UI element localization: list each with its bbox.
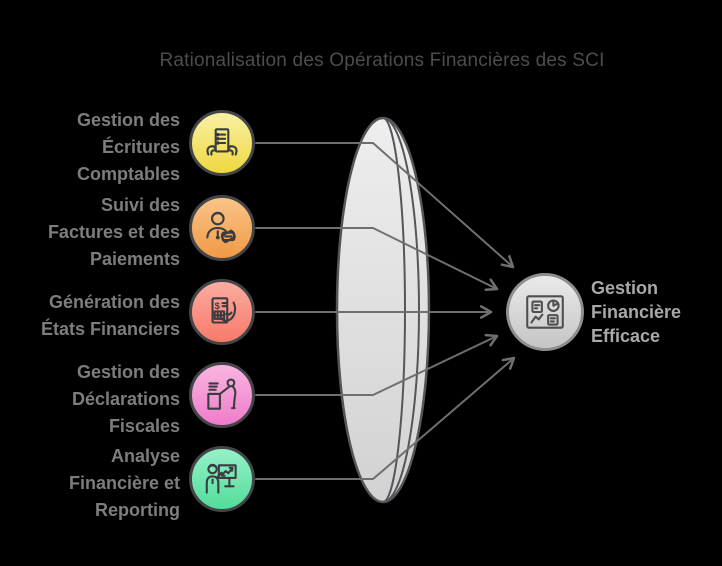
label-line: Reporting (95, 500, 180, 520)
label-line: Déclarations (71, 389, 180, 409)
label-line: Gestion des (76, 110, 180, 130)
input-label-ecritures-comptables: Gestion des Écritures Comptables (30, 107, 180, 188)
label-line: Fiscales (108, 416, 180, 436)
label-line: Factures et des (47, 222, 180, 242)
connector-arrow-5 (255, 356, 516, 480)
lens-shape (335, 116, 431, 504)
label-line: Financière et (68, 473, 180, 493)
input-label-declarations-fiscales: Gestion des Déclarations Fiscales (30, 359, 180, 440)
label-line: Paiements (89, 249, 180, 269)
output-node (506, 273, 584, 351)
input-label-analyse-reporting: Analyse Financière et Reporting (30, 443, 180, 524)
input-node-ecritures-comptables (189, 110, 255, 176)
label-line: Gestion (591, 278, 659, 298)
label-line: Comptables (76, 164, 180, 184)
input-node-etats-financiers: $ (189, 279, 255, 345)
output-label: Gestion Financière Efficace (591, 276, 721, 348)
analysis-reporting-icon (205, 463, 237, 494)
input-node-factures-paiements (189, 195, 255, 261)
input-node-analyse-reporting (189, 446, 255, 512)
input-label-factures-paiements: Suivi des Factures et des Paiements (30, 192, 180, 273)
connector-arrow-2 (255, 227, 499, 291)
label-line: Génération des (48, 292, 180, 312)
diagram-title: Rationalisation des Opérations Financièr… (159, 50, 605, 71)
label-line: Financière (591, 302, 682, 322)
ledger-hands-icon (206, 128, 238, 156)
label-line: États Financiers (40, 319, 180, 339)
calculator-statement-icon: $ (211, 297, 237, 324)
tax-declaration-icon (207, 378, 237, 410)
label-line: Gestion des (76, 362, 180, 382)
label-line: Analyse (110, 446, 180, 466)
dashboard-icon (526, 295, 564, 329)
connector-arrow-1 (255, 142, 515, 269)
label-line: Écritures (101, 137, 180, 157)
label-line: Suivi des (100, 195, 180, 215)
svg-text:$: $ (215, 301, 221, 312)
connector-arrow-4 (255, 333, 499, 396)
input-label-etats-financiers: Génération des États Financiers (30, 289, 180, 343)
input-node-declarations-fiscales (189, 362, 255, 428)
person-payments-icon (206, 211, 236, 244)
label-line: Efficace (591, 326, 661, 346)
